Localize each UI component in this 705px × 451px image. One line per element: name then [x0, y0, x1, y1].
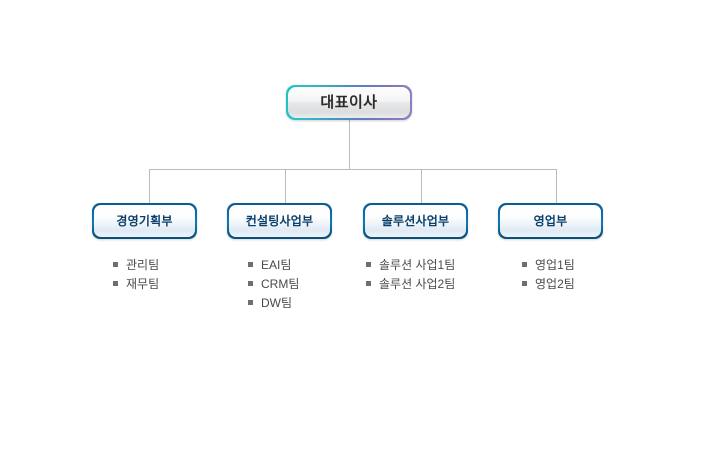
team-label: 솔루션 사업1팀 [379, 257, 456, 272]
node-ceo[interactable]: 대표이사 [286, 85, 412, 120]
node-department-0-label: 경영기획부 [116, 214, 173, 228]
connector-drop-4 [556, 169, 557, 203]
team-label: DW팀 [261, 295, 293, 310]
team-label: EAI팀 [261, 257, 292, 272]
connector-drop-2 [285, 169, 286, 203]
team-list-department-0: 관리팀 재무팀 [113, 255, 159, 293]
node-department-0[interactable]: 경영기획부 [92, 203, 197, 239]
list-item[interactable]: CRM팀 [248, 274, 299, 293]
node-ceo-inner: 대표이사 [288, 87, 410, 118]
node-ceo-label: 대표이사 [320, 94, 378, 111]
square-bullet-icon [522, 281, 527, 286]
list-item[interactable]: 재무팀 [113, 274, 159, 293]
list-item[interactable]: 솔루션 사업2팀 [366, 274, 455, 293]
node-department-2-label: 솔루션사업부 [381, 214, 450, 228]
node-department-2-inner: 솔루션사업부 [365, 205, 466, 237]
team-label: CRM팀 [261, 276, 300, 291]
square-bullet-icon [113, 262, 118, 267]
team-list-department-1: EAI팀 CRM팀 DW팀 [248, 255, 299, 312]
connector-trunk-vertical [349, 120, 350, 169]
team-label: 영업2팀 [535, 276, 575, 291]
list-item[interactable]: DW팀 [248, 293, 299, 312]
list-item[interactable]: 영업1팀 [522, 255, 575, 274]
node-department-2[interactable]: 솔루션사업부 [363, 203, 468, 239]
node-department-1-inner: 컨설팅사업부 [229, 205, 330, 237]
list-item[interactable]: EAI팀 [248, 255, 299, 274]
connector-horizontal-bus [149, 169, 557, 170]
team-label: 영업1팀 [535, 257, 575, 272]
node-department-1-label: 컨설팅사업부 [245, 214, 314, 228]
team-label: 재무팀 [126, 276, 160, 291]
list-item[interactable]: 관리팀 [113, 255, 159, 274]
square-bullet-icon [522, 262, 527, 267]
team-list-department-3: 영업1팀 영업2팀 [522, 255, 575, 293]
square-bullet-icon [248, 300, 253, 305]
node-department-3[interactable]: 영업부 [498, 203, 603, 239]
node-department-1[interactable]: 컨설팅사업부 [227, 203, 332, 239]
square-bullet-icon [113, 281, 118, 286]
team-label: 솔루션 사업2팀 [379, 276, 456, 291]
square-bullet-icon [366, 281, 371, 286]
square-bullet-icon [248, 281, 253, 286]
team-label: 관리팀 [126, 257, 160, 272]
list-item[interactable]: 솔루션 사업1팀 [366, 255, 455, 274]
connector-drop-3 [421, 169, 422, 203]
list-item[interactable]: 영업2팀 [522, 274, 575, 293]
connector-drop-1 [149, 169, 150, 203]
team-list-department-2: 솔루션 사업1팀 솔루션 사업2팀 [366, 255, 455, 293]
node-department-3-inner: 영업부 [500, 205, 601, 237]
node-department-3-label: 영업부 [533, 214, 568, 228]
square-bullet-icon [366, 262, 371, 267]
square-bullet-icon [248, 262, 253, 267]
node-department-0-inner: 경영기획부 [94, 205, 195, 237]
